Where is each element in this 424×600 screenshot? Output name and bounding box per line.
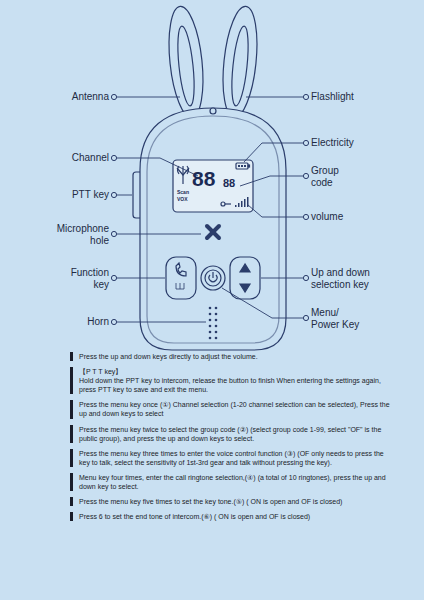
microphone-logo (207, 226, 219, 238)
leader-dot (303, 140, 308, 145)
channel-label: Channel (72, 152, 109, 164)
leader-dot (111, 94, 116, 99)
leader-dot (303, 173, 308, 178)
antenna-label: Antenna (72, 91, 109, 103)
power-key (201, 266, 225, 290)
channel-digits: 88 (192, 168, 215, 189)
key-tone-note: Press the menu key five times to set the… (70, 497, 392, 506)
ringtone-note: Menu key four times, enter the call ring… (70, 473, 392, 491)
phone-glyph (176, 263, 186, 276)
group-digits: 88 (223, 178, 235, 189)
horn-hole (215, 337, 218, 340)
light-glyph (176, 283, 184, 289)
up-down-key (230, 257, 260, 299)
leader-dots (111, 94, 308, 324)
horn-hole (215, 325, 218, 328)
end-tone-note: Press 6 to set the end tone of intercom.… (70, 512, 392, 521)
leader-line (117, 278, 165, 279)
group-note: Press the menu key twice to select the g… (70, 425, 392, 443)
vox-note: Press the menu key three times to enter … (70, 449, 392, 467)
leader-dot (111, 319, 116, 324)
horn-hole (215, 307, 218, 310)
body-inner-edge (147, 116, 279, 343)
leader-line (240, 176, 303, 186)
battery-icon (236, 163, 250, 169)
horn-label: Horn (87, 316, 109, 328)
leader-dot (303, 275, 308, 280)
left-ear (164, 5, 208, 120)
flashlight (210, 108, 216, 114)
horn-hole (215, 331, 218, 334)
horn-hole (209, 319, 212, 322)
leader-line (248, 205, 303, 217)
group-code-label: Group code (311, 165, 351, 188)
power-glyph (209, 272, 217, 282)
horn-hole (209, 325, 212, 328)
instruction-list: Press the up and down keys directly to a… (70, 352, 392, 521)
leader-line (117, 195, 132, 196)
power-key-ring (205, 270, 221, 286)
leader-dot (111, 231, 116, 236)
leader-line (244, 143, 303, 162)
leader-lines (117, 97, 303, 322)
horn-hole (209, 307, 212, 310)
leader-line (261, 278, 303, 279)
menu-power-key-label: Menu/ Power Key (311, 307, 367, 330)
leader-line (117, 322, 206, 323)
volume-note: Press the up and down keys directly to a… (70, 352, 392, 361)
channel-note: Press the menu key once (①) Channel sele… (70, 400, 392, 418)
horn-hole (209, 337, 212, 340)
function-key (166, 257, 196, 299)
leader-dot (111, 275, 116, 280)
ptt-heading: 【P T T key】 (70, 367, 392, 376)
leader-dot (303, 94, 308, 99)
left-ear-inner (175, 25, 197, 106)
ptt-note: Hold down the PPT key to intercom, relea… (70, 376, 392, 394)
leader-line (117, 234, 201, 235)
horn-hole (209, 313, 212, 316)
right-ear-inner (229, 25, 251, 106)
right-ear (218, 5, 262, 120)
volume-label: volume (311, 211, 343, 223)
horn-hole (215, 319, 218, 322)
ptt-key-label: PTT key (72, 189, 109, 201)
electricity-label: Electricity (311, 137, 354, 149)
up-down-glyph (240, 264, 250, 292)
horn-hole (209, 331, 212, 334)
key-icon (221, 202, 231, 206)
microphone-hole-label: Microphone hole (47, 223, 109, 246)
signal-bars (235, 197, 249, 207)
leader-line (222, 288, 303, 318)
leader-line (246, 97, 303, 98)
leader-line (117, 158, 198, 176)
leader-dot (111, 155, 116, 160)
leader-line (117, 97, 180, 98)
function-key-label: Function key (59, 267, 109, 290)
flashlight-label: Flashlight (311, 91, 354, 103)
scan-indicator: Scan (177, 190, 189, 195)
horn-holes (209, 307, 218, 340)
device-outline (133, 5, 286, 350)
up-down-key-label: Up and down selection key (311, 267, 383, 290)
lcd-display: 8888ScanVOX (173, 160, 253, 212)
leader-dot (303, 214, 308, 219)
vox-indicator: VOX (177, 197, 188, 202)
horn-hole (215, 313, 218, 316)
leader-dot (303, 315, 308, 320)
leader-dot (111, 192, 116, 197)
